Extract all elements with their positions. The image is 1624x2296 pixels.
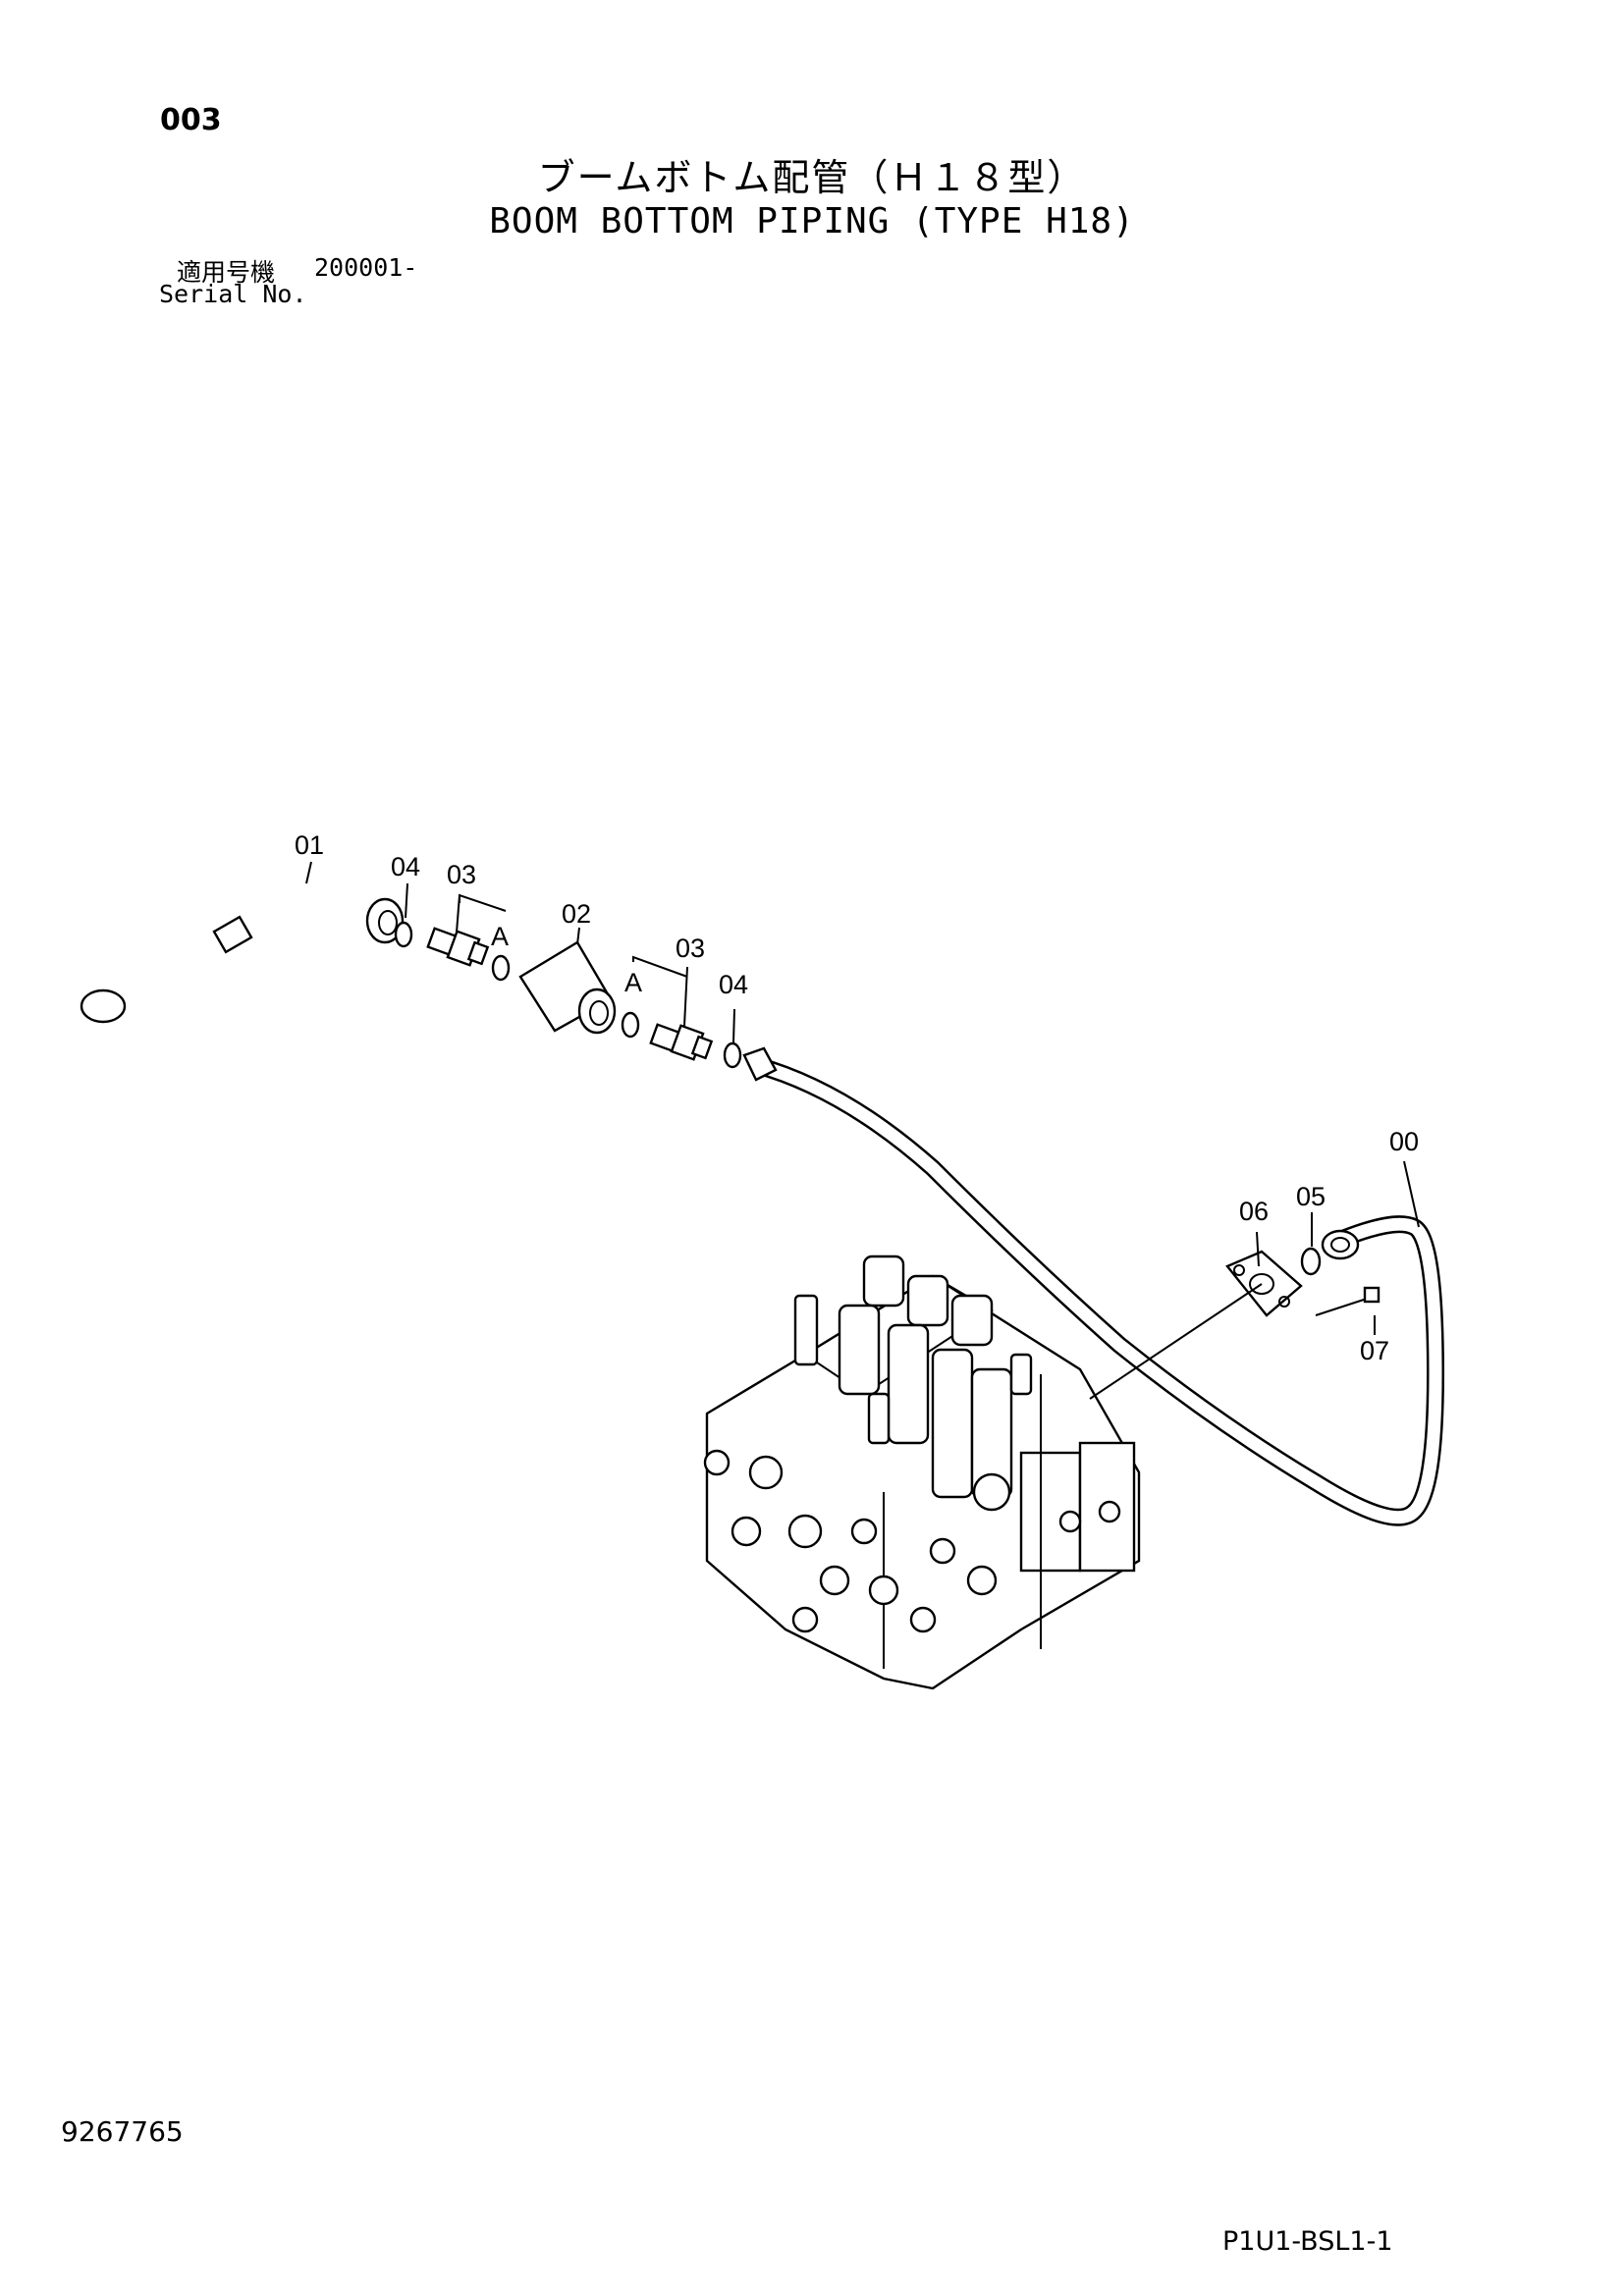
part-01-pipe[interactable] bbox=[80, 878, 405, 1024]
leader-lines bbox=[305, 861, 1420, 1400]
callout-a-right: A bbox=[624, 968, 642, 997]
part-06-flange[interactable] bbox=[1225, 1250, 1303, 1317]
page-number: 003 bbox=[160, 103, 222, 137]
control-valve-assembly bbox=[703, 1255, 1141, 1690]
callout-05: 05 bbox=[1296, 1182, 1326, 1211]
callout-04-left: 04 bbox=[391, 852, 420, 881]
part-04-oring-right[interactable] bbox=[723, 1041, 742, 1069]
callout-04-right: 04 bbox=[719, 970, 748, 999]
part-04-oring-left[interactable] bbox=[394, 921, 413, 948]
serial-label-japanese: 適用号機 bbox=[177, 258, 276, 287]
serial-label-english: Serial No. bbox=[159, 280, 307, 308]
part-03-fitting-right[interactable] bbox=[649, 1023, 714, 1061]
part-00-pipe[interactable] bbox=[742, 1046, 1445, 1526]
title-english: BOOM BOTTOM PIPING (TYPE H18) bbox=[489, 201, 1135, 241]
callout-07: 07 bbox=[1360, 1336, 1389, 1365]
part-05-oring[interactable] bbox=[1300, 1247, 1322, 1276]
serial-value: 200001- bbox=[314, 253, 418, 282]
page-code: P1U1-BSL1-1 bbox=[1222, 2226, 1393, 2257]
callout-03-right: 03 bbox=[676, 934, 705, 963]
oring-a-left[interactable] bbox=[491, 954, 511, 982]
callout-a-left: A bbox=[491, 922, 509, 951]
drawing-part-number: 9267765 bbox=[61, 2115, 184, 2148]
part-07-bolt[interactable] bbox=[1315, 1286, 1380, 1316]
callout-06: 06 bbox=[1239, 1197, 1269, 1226]
callout-01: 01 bbox=[295, 830, 324, 860]
title-japanese: ブームボトム配管（Ｈ１８型） bbox=[537, 156, 1087, 199]
callout-02: 02 bbox=[562, 899, 591, 929]
oring-a-right[interactable] bbox=[621, 1011, 640, 1039]
part-02-union[interactable] bbox=[518, 940, 617, 1035]
callout-03-left: 03 bbox=[447, 860, 476, 889]
callout-00: 00 bbox=[1389, 1127, 1419, 1156]
part-03-fitting-left[interactable] bbox=[426, 927, 490, 967]
